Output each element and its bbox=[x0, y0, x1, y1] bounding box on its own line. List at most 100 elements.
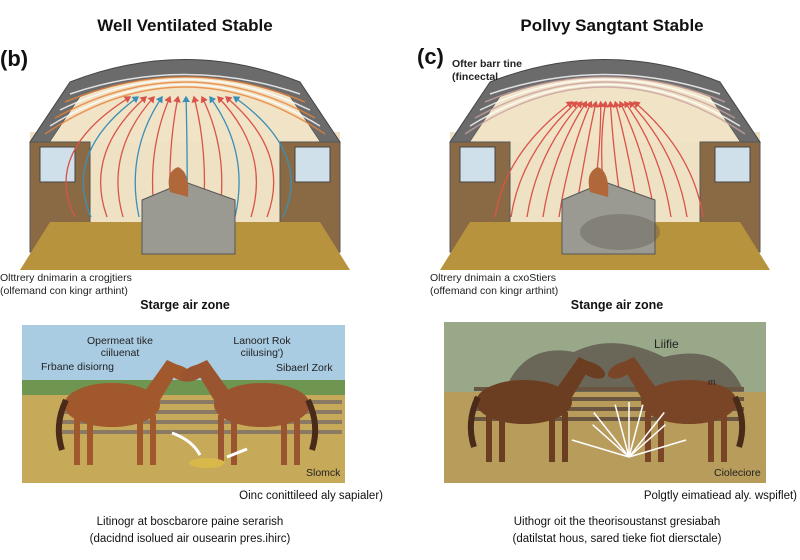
roof-airflow-line bbox=[54, 81, 316, 119]
right-caption-line1: Oltrery dnimain a cxoStiers bbox=[430, 272, 557, 284]
horse-tail bbox=[467, 395, 481, 448]
airflow-arrow bbox=[217, 96, 258, 218]
photo-label: Slomck bbox=[306, 467, 341, 479]
horse-leg bbox=[218, 415, 224, 465]
photo-label: Liifie bbox=[654, 337, 679, 351]
paddock-scene bbox=[444, 322, 766, 483]
roof-airflow-line bbox=[64, 76, 306, 103]
fence-rail bbox=[62, 420, 342, 424]
photo-label-line: ciiluenat bbox=[100, 347, 140, 359]
horse-tail bbox=[305, 398, 319, 451]
ceiling bbox=[50, 77, 320, 142]
paddock-scene bbox=[22, 325, 345, 483]
airflow-arrow bbox=[628, 101, 688, 218]
fence-rail bbox=[62, 430, 342, 434]
right-caption-line2: (offemand con kingr arthint) bbox=[430, 285, 559, 297]
right-caption: Oltrery dnimain a cxoStiers (offemand co… bbox=[430, 272, 558, 298]
airflow-arrow bbox=[526, 101, 583, 218]
dispersion-arrow bbox=[571, 439, 630, 458]
airflow-arrow bbox=[558, 100, 593, 218]
right-panel-letter: (c) bbox=[417, 44, 444, 69]
poorly-ventilated-barn-illustration bbox=[440, 59, 770, 270]
dispersion-arrow bbox=[628, 412, 665, 458]
right-callout-line1: Ofter barr tine bbox=[452, 58, 523, 70]
airflow-arrow bbox=[209, 95, 240, 218]
airflow-arrow bbox=[225, 96, 275, 218]
horse-leg bbox=[658, 412, 664, 462]
dispersion-arrow bbox=[614, 404, 630, 458]
roof-airflow-line bbox=[479, 78, 731, 111]
right-zone-heading: Stange air zone bbox=[570, 298, 664, 312]
air-arrow bbox=[171, 431, 202, 456]
roof-airflow-line bbox=[474, 81, 736, 119]
horse-head bbox=[607, 361, 635, 379]
roof-airflow-line bbox=[489, 73, 721, 95]
airflow-arrow bbox=[65, 96, 132, 218]
left-note: Oinc conittileed aly sapialer) bbox=[239, 490, 383, 502]
horse-leg bbox=[708, 412, 714, 462]
left-caption: Olttrery dnimarin a crogjtiers (olfemand… bbox=[0, 272, 132, 298]
airflow-arrow bbox=[494, 101, 574, 218]
horse-leg bbox=[486, 412, 492, 462]
horse-leg bbox=[150, 415, 156, 465]
left-bottom-line2: (dacidnd isolued air ousearin pres.ihirc… bbox=[89, 533, 291, 545]
horse-leg bbox=[87, 415, 93, 465]
fence-rail bbox=[62, 400, 342, 404]
right-callout-line2: (fincectal bbox=[452, 71, 499, 83]
photo-label: Sibaerl Zork bbox=[276, 362, 333, 374]
left-caption-line2: (olfemand con kingr arthint) bbox=[0, 285, 128, 297]
roof-airflow-line bbox=[464, 86, 746, 135]
horse-leg bbox=[281, 415, 287, 465]
photo-label-line: Opermeat tike bbox=[87, 335, 153, 347]
dispersion-arrow bbox=[628, 404, 644, 458]
right-paddock-photo: Liifie m Ciolecіore bbox=[444, 322, 766, 483]
horse bbox=[55, 360, 194, 465]
horse-leg bbox=[562, 412, 568, 462]
horse-tail bbox=[55, 398, 69, 451]
airflow-arrow bbox=[510, 101, 578, 218]
dispersion-arrow bbox=[628, 424, 666, 458]
roof-airflow-line bbox=[484, 76, 726, 103]
left-caption-line1: Olttrery dnimarin a crogjtiers bbox=[0, 272, 132, 284]
right-bottom-line2: (datilstat hous, sared tieke fiot diersc… bbox=[512, 533, 722, 545]
right-bottom-caption: Uithogr oit the theorisoustanst gresiaba… bbox=[427, 514, 800, 548]
horse bbox=[180, 360, 319, 465]
horse-head bbox=[588, 167, 609, 197]
left-panel-letter: (b) bbox=[0, 46, 29, 71]
fence-rail bbox=[474, 387, 744, 391]
left-bottom-line1: Litinogr at boscbarore paine serarish bbox=[96, 516, 284, 528]
right-window bbox=[294, 146, 331, 183]
airflow-arrow bbox=[134, 95, 163, 218]
roof-airflow-line bbox=[44, 86, 326, 135]
horse-head bbox=[578, 361, 606, 379]
left-zone-heading: Starge air zone bbox=[140, 298, 230, 312]
horse-leg bbox=[294, 415, 300, 465]
manure-pile bbox=[189, 458, 225, 468]
left-window bbox=[459, 146, 496, 183]
well-ventilated-barn-illustration bbox=[20, 59, 350, 270]
airflow-arrow bbox=[117, 96, 155, 218]
airflow-arrow bbox=[82, 96, 140, 218]
airflow-arrow bbox=[542, 100, 588, 218]
horse-head bbox=[168, 167, 189, 197]
dispersion-arrow bbox=[592, 424, 630, 458]
left-bottom-caption: Litinogr at boscbarore paine serarish (d… bbox=[0, 514, 380, 548]
fence-rail bbox=[62, 410, 342, 414]
horse-leg bbox=[549, 412, 555, 462]
roof-airflow-line bbox=[49, 83, 321, 127]
horse-leg bbox=[721, 412, 727, 462]
airflow-arrow bbox=[232, 96, 292, 218]
horse-leg bbox=[137, 415, 143, 465]
fence-rail bbox=[474, 407, 744, 411]
photo-label-line: ciilusing') bbox=[240, 347, 284, 359]
roof-airflow-line bbox=[69, 73, 301, 95]
airflow-arrow bbox=[100, 96, 147, 218]
fence-rail bbox=[474, 397, 744, 401]
airflow-arrow bbox=[624, 100, 672, 218]
right-window bbox=[714, 146, 751, 183]
dispersion-arrow bbox=[628, 439, 687, 458]
photo-label: Frbane disiorng bbox=[41, 361, 114, 373]
fence-rail bbox=[474, 417, 744, 421]
